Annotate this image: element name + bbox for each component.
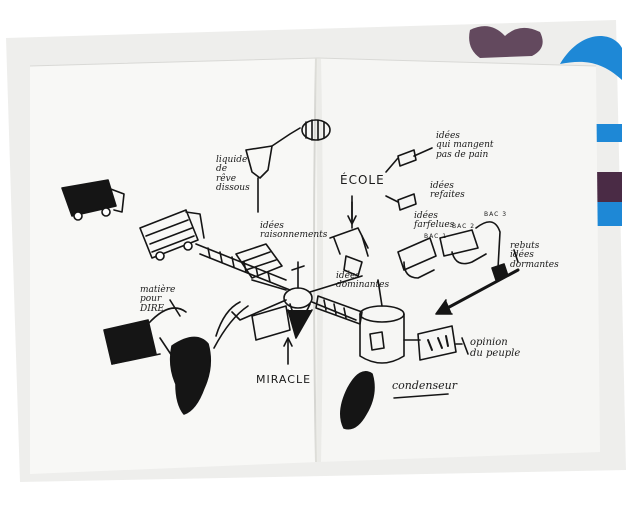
label-matiere: matière pour DIRE — [140, 285, 176, 314]
label-bac1: BAC 1 — [424, 233, 448, 240]
right-page — [318, 58, 600, 462]
back-purple-bar-1 — [596, 172, 622, 202]
back-blue-arc — [560, 36, 622, 80]
back-purple-flowers — [469, 26, 543, 58]
label-condenseur: condenseur — [392, 379, 458, 392]
left-page — [30, 58, 318, 474]
label-bac2: BAC 2 — [452, 223, 476, 230]
label-opinion: opinion du peuple — [470, 337, 521, 359]
ink-drawing — [61, 119, 520, 430]
label-idees-refaites: idées refaites — [430, 181, 465, 201]
label-idees-mangent: idées qui mangent pas de pain — [436, 131, 494, 160]
gutter-fold — [313, 57, 317, 463]
label-idees-raisonnements: idées raisonnements — [260, 221, 328, 241]
label-liquide: liquide de rêve dissous — [216, 155, 250, 194]
back-blue-bar-1 — [596, 124, 622, 142]
label-ecole: ÉCOLE — [340, 173, 385, 187]
label-bac3: BAC 3 — [484, 211, 508, 218]
label-idees-dominantes: idées dominantes — [336, 271, 390, 291]
label-miracle: MIRACLE — [256, 373, 312, 386]
label-rebuts: rebuts idées dormantes — [510, 241, 559, 270]
gutter-shadow — [315, 57, 323, 463]
back-blue-bar-2 — [596, 202, 622, 226]
label-idees-farfelues: idées farfelues — [414, 211, 455, 231]
